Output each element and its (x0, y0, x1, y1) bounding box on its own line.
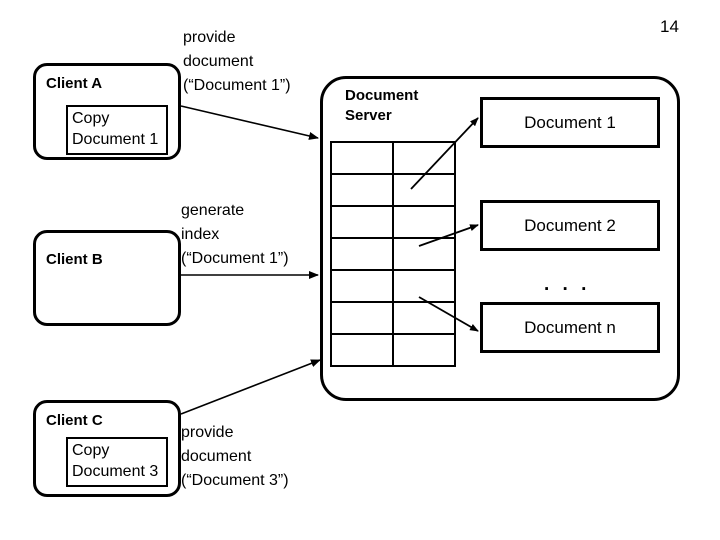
msg-provide-document-3-line2: document (181, 448, 252, 465)
msg-generate-index-line1: generate (181, 202, 245, 219)
document-1-label: Document 1 (524, 112, 616, 132)
msg-provide-document-3-line3: (“Document 3”) (181, 472, 289, 489)
document-n-label: Document n (524, 317, 616, 337)
index-cell[interactable] (392, 333, 456, 367)
document-server-label-line1: Document (345, 87, 419, 104)
table-row[interactable] (330, 173, 456, 207)
msg-provide-document-1-line1: provide (183, 29, 236, 46)
msg-generate-index-line3: (“Document 1”) (181, 250, 289, 267)
index-cell[interactable] (330, 205, 394, 239)
msg-provide-document-1-line3: (“Document 1”) (183, 77, 291, 94)
index-cell[interactable] (330, 173, 394, 207)
client-c-copy-line2: Document 3 (72, 463, 159, 480)
client-c-copy-line1: Copy (72, 442, 110, 459)
client-c-label: Client C (46, 412, 103, 429)
msg-provide-document-3-line1: provide (181, 424, 234, 441)
index-table[interactable] (330, 141, 456, 367)
index-table-body (330, 141, 456, 367)
index-cell[interactable] (330, 269, 394, 303)
table-row[interactable] (330, 333, 456, 367)
client-a-copy-line2: Document 1 (72, 131, 159, 148)
document-n-box[interactable]: Document n (480, 302, 660, 353)
index-cell[interactable] (330, 333, 394, 367)
table-row[interactable] (330, 205, 456, 239)
document-server-label-line2: Server (345, 107, 392, 124)
index-cell[interactable] (330, 301, 394, 335)
client-c-copy-box[interactable]: Copy Document 3 (66, 437, 168, 487)
index-cell[interactable] (330, 237, 394, 271)
document-2-label: Document 2 (524, 215, 616, 235)
client-a-copy-box[interactable]: Copy Document 1 (66, 105, 168, 155)
client-a-copy-line1: Copy (72, 110, 110, 127)
index-cell[interactable] (330, 141, 394, 175)
index-cell[interactable] (392, 237, 456, 271)
table-row[interactable] (330, 237, 456, 271)
slide-number: 14 (660, 17, 679, 36)
msg-generate-index-line2: index (181, 226, 220, 243)
index-cell[interactable] (392, 269, 456, 303)
client-b-label: Client B (46, 251, 103, 268)
client-a-label: Client A (46, 75, 103, 92)
table-row[interactable] (330, 141, 456, 175)
index-cell[interactable] (392, 205, 456, 239)
client-b-box[interactable]: Client B (33, 230, 181, 326)
index-cell[interactable] (392, 173, 456, 207)
index-cell[interactable] (392, 141, 456, 175)
document-1-box[interactable]: Document 1 (480, 97, 660, 148)
arrow-client-c-to-server (180, 359, 321, 415)
arrow-client-a-to-server (180, 105, 319, 140)
index-cell[interactable] (392, 301, 456, 335)
table-row[interactable] (330, 269, 456, 303)
msg-provide-document-1-line2: document (183, 53, 254, 70)
table-row[interactable] (330, 301, 456, 335)
documents-ellipsis: . . . (544, 274, 591, 295)
document-2-box[interactable]: Document 2 (480, 200, 660, 251)
